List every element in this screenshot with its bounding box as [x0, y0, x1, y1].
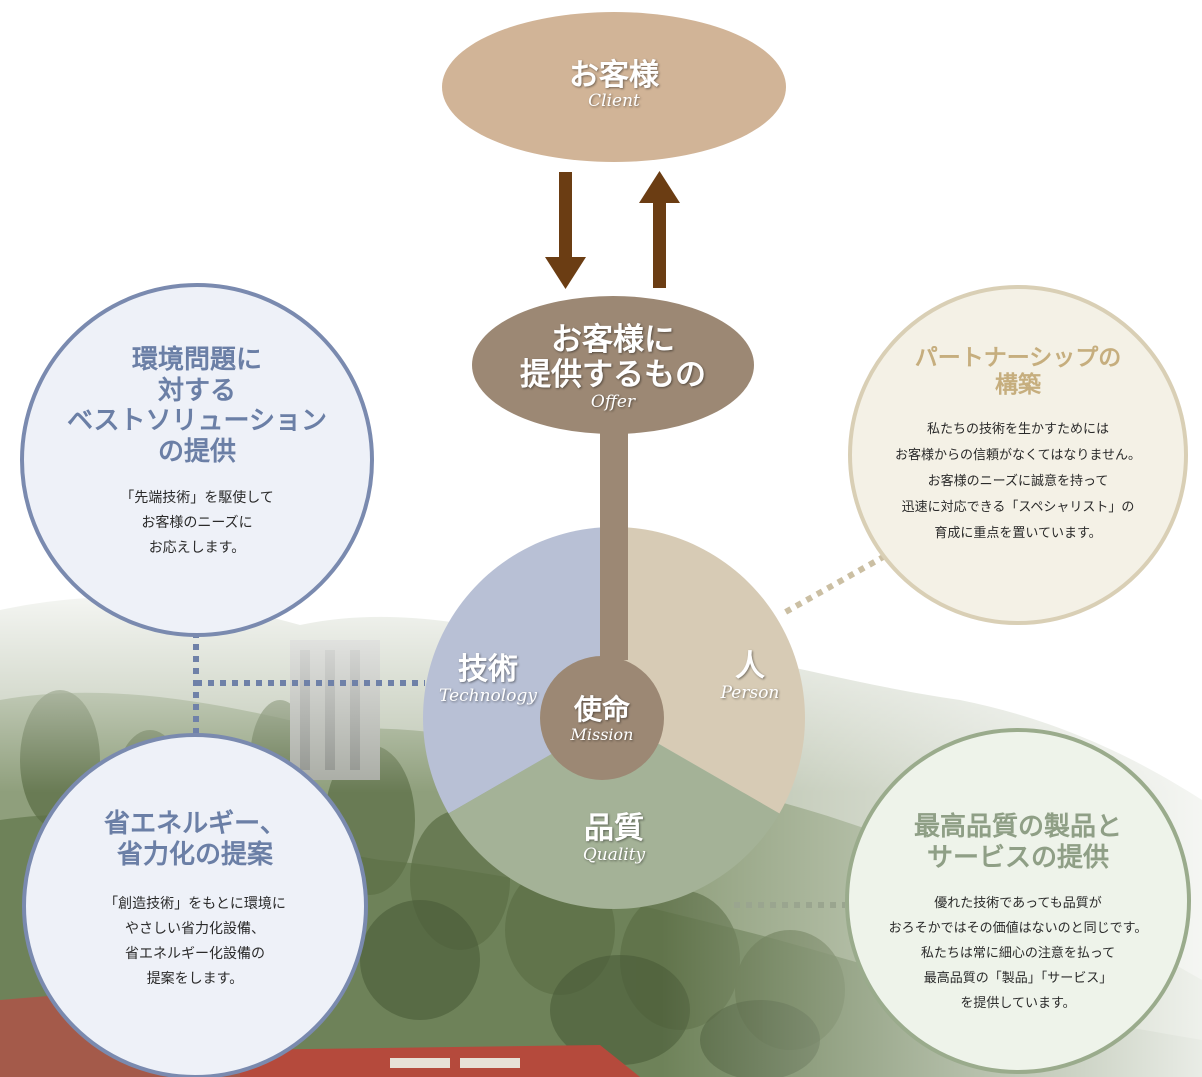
person-label: 人 Person — [700, 649, 800, 703]
connector-environment-technology — [193, 632, 425, 735]
partnership-title-line: パートナーシップの — [914, 345, 1122, 371]
energy-body-line: やさしい省力化設備、 — [125, 921, 265, 938]
environment-title-line: の提供 — [157, 437, 236, 468]
offer-label: お客様に 提供するもの Offer — [483, 322, 743, 412]
energy-body-line: 提案をします。 — [146, 971, 244, 988]
quality-circle-body-line: 最高品質の「製品」「サービス」 — [923, 971, 1113, 987]
quality-title: 品質 — [584, 811, 644, 846]
environment-title: 環境問題に 対する ベストソリューション の提供 — [24, 345, 370, 468]
offer-subtitle: Offer — [590, 392, 636, 412]
client-title: お客様 — [569, 58, 659, 93]
offer-stem — [600, 420, 628, 660]
partnership-title: パートナーシップの 構築 — [852, 345, 1184, 399]
quality-subtitle: Quality — [582, 845, 646, 865]
technology-label: 技術 Technology — [428, 652, 548, 706]
quality-circle-body-line: 優れた技術であっても品質が — [934, 896, 1102, 912]
partnership-body: 私たちの技術を生かすためには お客様からの信頼がなくてはなりません。 お客様のニ… — [844, 417, 1192, 547]
partnership-body-line: 育成に重点を置いています。 — [934, 526, 1102, 542]
person-subtitle: Person — [720, 683, 780, 703]
client-ellipse — [442, 12, 786, 162]
arrow-up — [639, 171, 680, 288]
energy-title-line: 省力化の提案 — [116, 839, 273, 870]
energy-circle: 省エネルギー、 省力化の提案 「創造技術」をもとに環境に やさしい省力化設備、 … — [22, 733, 368, 1077]
technology-title: 技術 — [458, 652, 518, 687]
environment-title-line: 環境問題に — [131, 345, 262, 375]
quality-circle-body-line: おろそかではその価値はないのと同じです。 — [888, 921, 1148, 937]
segment-person — [614, 527, 805, 814]
quality-circle-title: 最高品質の製品と サービスの提供 — [849, 812, 1187, 873]
client-subtitle: Client — [588, 91, 640, 111]
quality-circle-title-line: 最高品質の製品と — [913, 812, 1122, 842]
energy-body-line: 「創造技術」をもとに環境に — [104, 896, 286, 913]
partnership-body-line: お客様からの信頼がなくてはなりません。 — [895, 448, 1141, 464]
quality-circle-body-line: を提供しています。 — [960, 996, 1076, 1012]
environment-circle: 環境問題に 対する ベストソリューション の提供 「先端技術」を駆使して お客様… — [20, 283, 374, 637]
offer-ellipse — [472, 296, 754, 434]
energy-title: 省エネルギー、 省力化の提案 — [26, 809, 364, 870]
connector-partnership-person — [780, 553, 887, 617]
arrow-down — [545, 172, 586, 289]
quality-circle: 最高品質の製品と サービスの提供 優れた技術であっても品質が おろそかではその価… — [845, 728, 1191, 1074]
quality-circle-body-line: 私たちは常に細心の注意を払って — [920, 946, 1116, 962]
mission-hub — [540, 656, 664, 780]
client-label: お客様 Client — [514, 58, 714, 110]
person-title: 人 — [735, 649, 765, 684]
mission-label: 使命 Mission — [552, 694, 652, 744]
energy-body-line: 省エネルギー化設備の — [125, 946, 265, 963]
quality-circle-body: 優れた技術であっても品質が おろそかではその価値はないのと同じです。 私たちは常… — [839, 891, 1197, 1016]
environment-body-line: 「先端技術」を駆使して — [120, 489, 274, 506]
quality-circle-title-line: サービスの提供 — [926, 842, 1109, 873]
environment-title-line: ベストソリューション — [66, 406, 327, 437]
segment-quality — [448, 718, 780, 909]
partnership-body-line: 私たちの技術を生かすためには — [926, 422, 1109, 438]
environment-body-line: お客様のニーズに — [141, 514, 253, 531]
partnership-circle: パートナーシップの 構築 私たちの技術を生かすためには お客様からの信頼がなくて… — [848, 285, 1188, 625]
energy-title-line: 省エネルギー、 — [104, 809, 286, 839]
partnership-title-line: 構築 — [995, 372, 1041, 399]
environment-body: 「先端技術」を駆使して お客様のニーズに お応えします。 — [24, 486, 370, 561]
mission-title: 使命 — [573, 693, 630, 726]
offer-title-line2: 提供するもの — [520, 357, 706, 393]
technology-subtitle: Technology — [439, 686, 537, 706]
environment-body-line: お応えします。 — [148, 539, 246, 556]
mission-subtitle: Mission — [570, 725, 634, 744]
environment-title-line: 対する — [157, 375, 236, 406]
energy-body: 「創造技術」をもとに環境に やさしい省力化設備、 省エネルギー化設備の 提案をし… — [26, 892, 364, 992]
offer-title-line1: お客様に — [551, 322, 675, 358]
quality-label: 品質 Quality — [559, 811, 669, 865]
partnership-body-line: 迅速に対応できる「スペシャリスト」の — [901, 500, 1135, 516]
partnership-body-line: お客様のニーズに誠意を持って — [927, 474, 1109, 490]
